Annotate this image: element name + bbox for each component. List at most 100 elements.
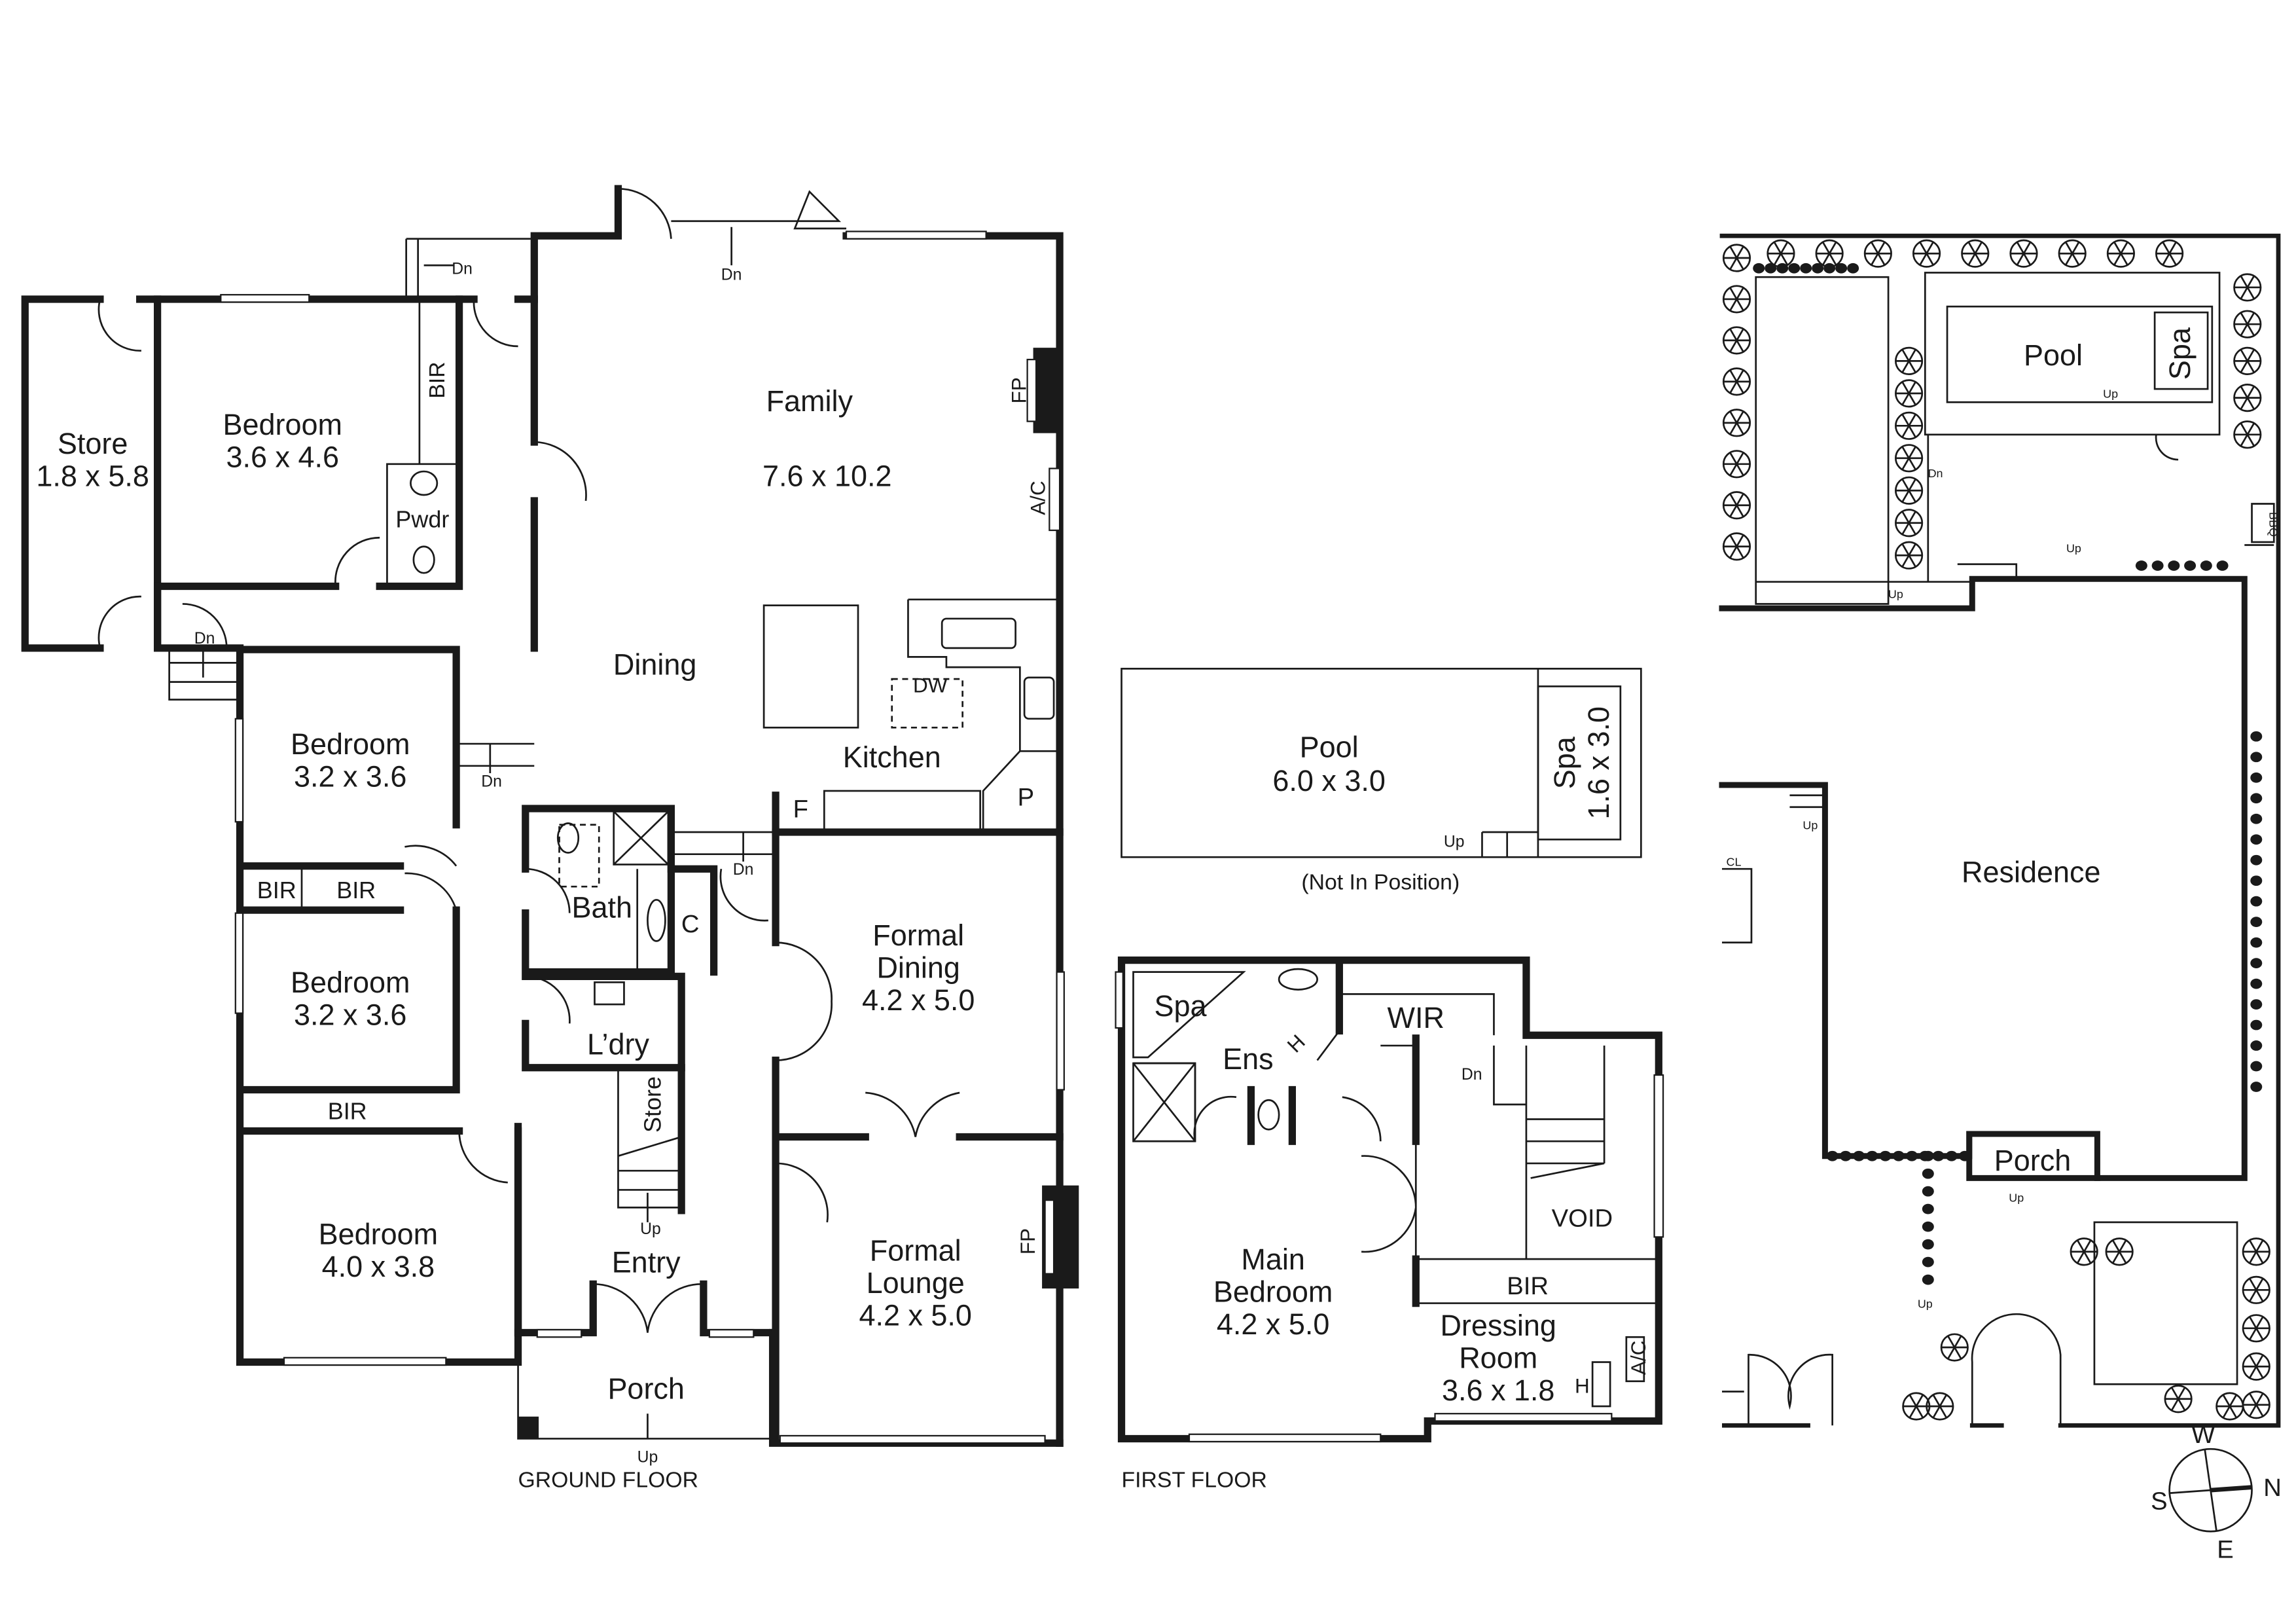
tree-icon: [1940, 1333, 1969, 1362]
tree-icon: [2215, 1392, 2244, 1421]
fp-spa-name: Spa: [1548, 736, 1581, 789]
tree-icon: [2233, 273, 2262, 302]
hedge-icon: [2184, 560, 2197, 571]
bir3-label: BIR: [336, 877, 376, 903]
tree-icon: [1894, 444, 1924, 473]
hedge-icon: [1892, 1150, 1905, 1161]
tree-icon: [1722, 367, 1751, 396]
room-porch: Porch: [607, 1372, 684, 1406]
ac-label: A/C: [1027, 481, 1050, 515]
hedge-icon: [2250, 772, 2263, 783]
tree-icon: [1722, 450, 1751, 479]
trees: [1722, 239, 2270, 1421]
room-formal-lounge-size: 4.2 x 5.0: [859, 1298, 972, 1332]
fp-pool-up: Up: [1444, 833, 1465, 850]
compass-n: N: [2263, 1474, 2282, 1502]
hedge-icon: [2250, 793, 2263, 804]
room-formal-dining-line1: Formal: [872, 919, 964, 952]
first-floor-caption: FIRST FLOOR: [1122, 1468, 1267, 1493]
hedge-icon: [2151, 560, 2164, 571]
fp-spa-size: 1.6 x 3.0: [1582, 706, 1615, 820]
hedge-icon: [1853, 1150, 1865, 1161]
hedge-icon: [1932, 1150, 1945, 1161]
hedge-icon: [1776, 263, 1789, 274]
ff-main-bedroom-line1: Main: [1241, 1243, 1304, 1276]
up-label: Up: [637, 1448, 658, 1466]
room-bedroom3-size: 3.2 x 3.6: [294, 998, 407, 1032]
pool-note: (Not In Position): [1301, 870, 1460, 895]
hedge-icon: [1879, 1150, 1892, 1161]
tree-icon: [1722, 285, 1751, 314]
hedge-icon: [1922, 1256, 1934, 1267]
hedge-icon: [2250, 1061, 2263, 1072]
site-dn: Dn: [1928, 467, 1943, 480]
fp2-label: FP: [1016, 1228, 1039, 1254]
tree-icon: [1894, 379, 1924, 408]
hedge-icon: [2200, 560, 2212, 571]
tree-icon: [2058, 239, 2087, 268]
dn-label: Dn: [481, 773, 502, 790]
ff-h1: H: [1283, 1030, 1310, 1057]
hedge-icon: [1922, 1221, 1934, 1232]
room-dining: Dining: [613, 647, 697, 681]
room-bath: Bath: [571, 890, 632, 924]
dn-label: Dn: [452, 261, 473, 278]
tree-icon: [1894, 509, 1924, 538]
hedge-icon: [2250, 1040, 2263, 1051]
site-bbq: BBQ: [2267, 512, 2280, 537]
hedge-icon: [2250, 896, 2263, 907]
dw-label: DW: [913, 674, 948, 697]
hedge-icon: [2250, 854, 2263, 866]
tree-icon: [1912, 239, 1941, 268]
store2-label: Store: [639, 1076, 666, 1133]
hedge-icon: [1839, 1150, 1852, 1161]
ff-ac: A/C: [1627, 1341, 1650, 1375]
room-family-size: 7.6 x 10.2: [762, 460, 892, 493]
p-label: P: [1018, 784, 1035, 812]
compass-s: S: [2151, 1487, 2168, 1515]
tree-icon: [2242, 1352, 2270, 1381]
ff-ens: Ens: [1223, 1042, 1274, 1076]
hedge-icon: [2250, 958, 2263, 968]
hedge-icon: [1823, 263, 1836, 274]
tree-icon: [2155, 239, 2184, 268]
hedge-icon: [2216, 560, 2229, 571]
tree-icon: [1722, 532, 1751, 561]
hedge-icon: [2250, 731, 2263, 742]
room-formal-lounge-line1: Formal: [870, 1233, 961, 1267]
room-bedroom2-name: Bedroom: [291, 727, 410, 761]
hedge-icon: [2250, 1019, 2263, 1030]
tree-icon: [2106, 239, 2135, 268]
room-bedroom1-name: Bedroom: [223, 408, 342, 441]
hedge-icon: [2250, 1082, 2263, 1092]
room-bedroom4-size: 4.0 x 3.8: [322, 1250, 435, 1283]
c-label: C: [681, 910, 700, 938]
tree-icon: [2233, 384, 2262, 412]
ground-floor: Store 1.8 x 5.8 Bedroom 3.6 x 4.6 BIR Pw…: [21, 185, 1079, 1493]
tree-icon: [1767, 239, 1795, 268]
hedge-icon: [1847, 263, 1859, 274]
tree-icon: [1722, 409, 1751, 437]
site-porch: Porch: [1994, 1144, 2071, 1177]
bir2-label: BIR: [257, 877, 296, 903]
hedge-icon: [2135, 560, 2147, 571]
hedge-icon: [1959, 1150, 1971, 1161]
compass-w: W: [2191, 1421, 2215, 1449]
site-up: Up: [2066, 542, 2081, 555]
tree-icon: [2233, 346, 2262, 375]
hedge-icon: [2250, 875, 2263, 886]
ff-void: VOID: [1552, 1205, 1613, 1233]
site-up: Up: [1918, 1297, 1933, 1310]
fp-label: FP: [1007, 377, 1030, 403]
hedge-icon: [1800, 263, 1812, 274]
hedge-icon: [1922, 1203, 1934, 1214]
site-residence: Residence: [1962, 855, 2100, 888]
site-up: Up: [1888, 587, 1903, 600]
tree-icon: [1815, 239, 1844, 268]
hedge-icon: [2250, 834, 2263, 845]
ff-dressing-size: 3.6 x 1.8: [1442, 1374, 1555, 1407]
site-up: Up: [2009, 1191, 2024, 1204]
tree-icon: [1722, 244, 1751, 272]
bir4-label: BIR: [328, 1097, 367, 1124]
